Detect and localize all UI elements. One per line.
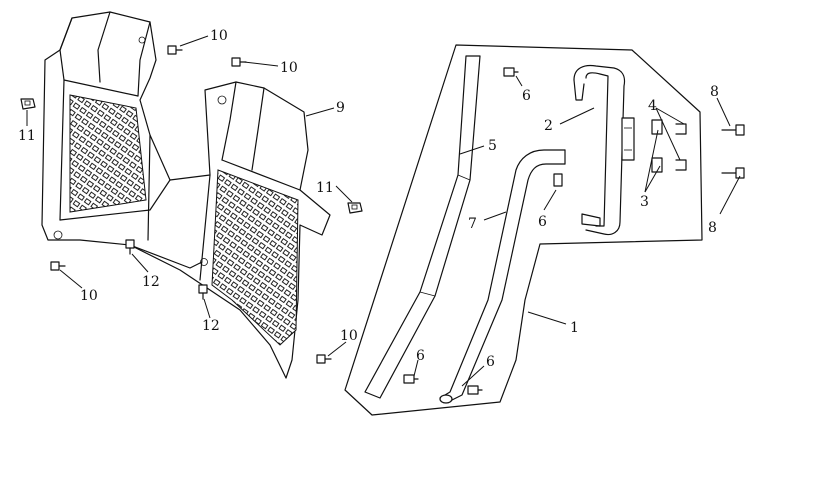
clip-11a	[20, 98, 36, 110]
callout-9: 9	[336, 100, 345, 116]
callout-6: 6	[486, 354, 495, 370]
callout-3: 3	[640, 194, 649, 210]
clip-11b	[347, 202, 363, 214]
hose-part-7	[439, 149, 566, 404]
callout-6: 6	[522, 88, 531, 104]
bolts-part-8	[721, 124, 745, 179]
callout-1: 1	[570, 320, 579, 336]
fasteners-left	[20, 45, 363, 364]
callout-12: 12	[142, 274, 160, 290]
callout-4: 4	[648, 98, 657, 114]
callout-11: 11	[18, 128, 36, 144]
callout-8: 8	[708, 220, 717, 236]
leader-lines	[26, 35, 741, 387]
screw-10a	[167, 45, 183, 55]
callout-10: 10	[340, 328, 358, 344]
callout-11: 11	[316, 180, 334, 196]
body-panel-assembly	[41, 11, 331, 379]
clips-part-3-4	[651, 119, 687, 173]
callout-8: 8	[710, 84, 719, 100]
screw-10b	[231, 57, 247, 67]
callout-2: 2	[544, 118, 553, 134]
bracket-part-2	[573, 64, 635, 236]
screw-10c	[50, 261, 66, 271]
callout-6: 6	[416, 348, 425, 364]
screw-10d	[316, 354, 332, 364]
fittings-part-6	[403, 67, 563, 395]
screw-12a	[125, 239, 135, 255]
callout-6: 6	[538, 214, 547, 230]
callout-labels: 10 10 9 11 11 10 12 12 10 6 2 4 3 5 7 6 …	[18, 28, 719, 370]
screw-12b	[198, 284, 208, 300]
callout-5: 5	[488, 138, 497, 154]
callout-7: 7	[468, 216, 477, 232]
callout-10: 10	[210, 28, 228, 44]
callout-12: 12	[202, 318, 220, 334]
callout-10: 10	[280, 60, 298, 76]
hose-part-5	[364, 55, 481, 399]
callout-10: 10	[80, 288, 98, 304]
kit-outline-part-1	[344, 44, 703, 416]
